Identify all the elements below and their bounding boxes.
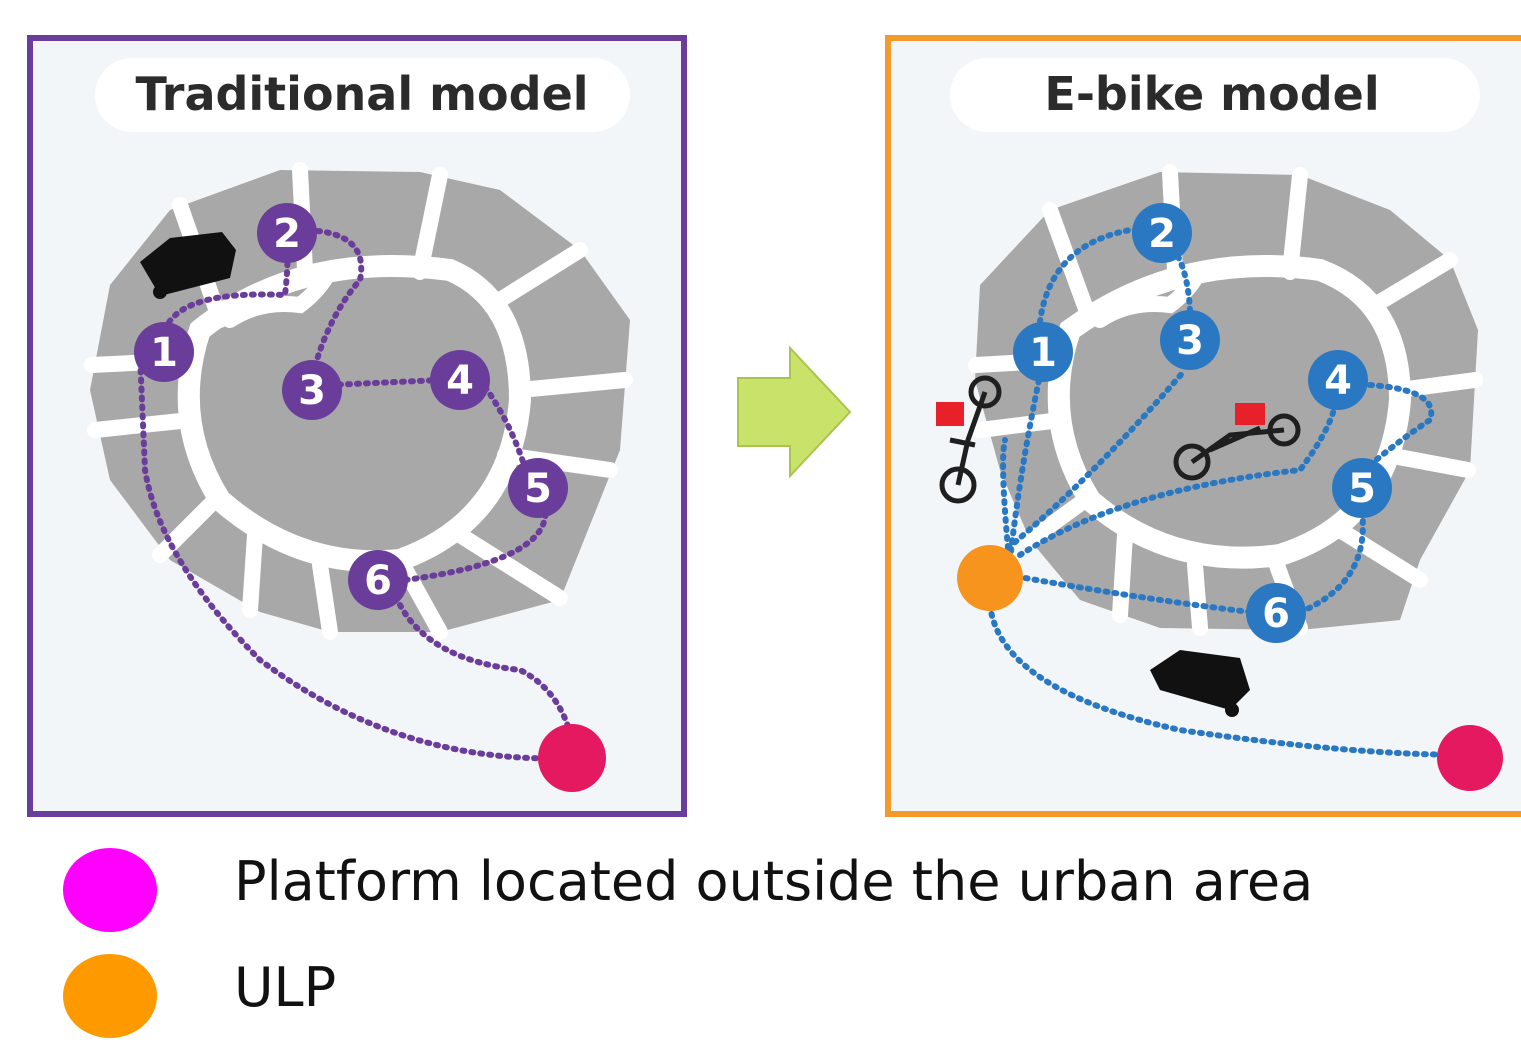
ebike-title-pill xyxy=(950,58,1480,132)
stop-marker: 4 xyxy=(430,350,490,410)
ebike-platform-marker xyxy=(1437,725,1503,791)
ebike-city-map xyxy=(968,164,1483,636)
central-district xyxy=(1087,308,1361,533)
stop-marker: 5 xyxy=(508,458,568,518)
svg-text:5: 5 xyxy=(1348,466,1376,512)
ebike-panel: E-bike model xyxy=(885,35,1521,817)
logistics-diagram: Traditional model xyxy=(27,35,1521,817)
svg-text:5: 5 xyxy=(524,466,552,512)
legend-label-platform: Platform located outside the urban area xyxy=(234,850,1314,913)
stop-marker: 2 xyxy=(257,203,317,263)
ebike-stops: 1 2 3 4 5 6 xyxy=(1013,203,1392,643)
ring-road xyxy=(177,255,532,573)
transition-arrow-icon xyxy=(737,345,852,479)
traditional-title-pill xyxy=(95,58,630,132)
traditional-title: Traditional model xyxy=(135,67,588,121)
svg-text:3: 3 xyxy=(298,368,326,414)
traditional-van xyxy=(140,232,236,299)
stop-marker: 6 xyxy=(348,550,408,610)
stop-marker: 6 xyxy=(1246,583,1306,643)
legend: Platform located outside the urban area … xyxy=(60,848,1460,1060)
stop-marker: 3 xyxy=(282,360,342,420)
stop-marker: 4 xyxy=(1308,350,1368,410)
stop-marker: 1 xyxy=(134,322,194,382)
stop-marker: 1 xyxy=(1013,322,1073,382)
svg-text:2: 2 xyxy=(273,211,301,257)
svg-text:2: 2 xyxy=(1148,211,1176,257)
svg-text:3: 3 xyxy=(1176,318,1204,364)
traditional-stops: 1 2 3 4 5 6 xyxy=(134,203,568,610)
traditional-platform-marker xyxy=(538,724,606,792)
van-icon xyxy=(140,232,236,296)
ebike-route xyxy=(987,226,1473,758)
stop-marker: 2 xyxy=(1132,203,1192,263)
central-district xyxy=(217,308,486,537)
svg-text:4: 4 xyxy=(1324,358,1352,404)
stop-marker: 3 xyxy=(1160,310,1220,370)
cargo-bike-icon xyxy=(936,375,1002,504)
traditional-route xyxy=(137,227,575,762)
legend-label-ulp: ULP xyxy=(234,956,337,1019)
legend-item-ulp: ULP xyxy=(60,954,1460,1060)
stop-marker: 5 xyxy=(1332,458,1392,518)
ebike-van-icon xyxy=(1150,650,1250,717)
cargo-bike-icon xyxy=(1173,403,1301,481)
svg-text:1: 1 xyxy=(150,330,178,376)
legend-item-platform: Platform located outside the urban area xyxy=(60,848,1460,954)
ebike-ulp-marker xyxy=(957,545,1023,611)
ebike-title: E-bike model xyxy=(1044,67,1379,121)
van-wheel-icon xyxy=(153,285,167,299)
legend-dot-ulp xyxy=(63,954,157,1038)
ebike-vehicles xyxy=(936,375,1301,717)
svg-text:1: 1 xyxy=(1029,330,1057,376)
svg-text:4: 4 xyxy=(446,358,474,404)
legend-dot-platform xyxy=(63,848,157,932)
svg-text:6: 6 xyxy=(364,558,392,604)
traditional-panel: Traditional model xyxy=(27,35,687,817)
svg-text:6: 6 xyxy=(1262,591,1290,637)
